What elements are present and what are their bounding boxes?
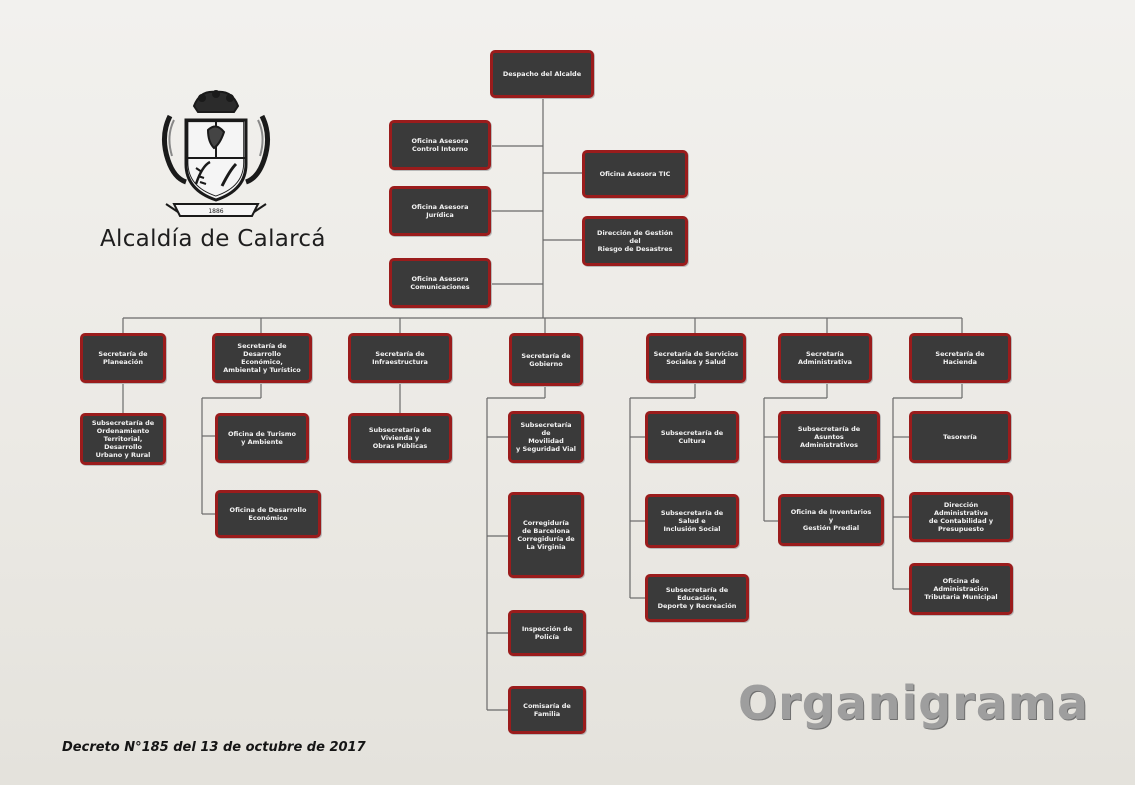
org-box-secretariat: Secretaría de Hacienda	[909, 333, 1011, 383]
org-box-label: Subsecretaría de Ordenamiento Territoria…	[91, 419, 155, 459]
org-box-label: Inspección de Policía	[521, 625, 573, 641]
org-box-label: Subsecretaría de Vivienda y Obras Públic…	[368, 426, 432, 450]
org-box-label: Oficina Asesora Comunicaciones	[410, 275, 470, 291]
org-box-secretariat: Secretaría de Gobierno	[509, 333, 583, 386]
org-box-unit: Subsecretaría de Ordenamiento Territoria…	[80, 413, 166, 465]
logo-title: Alcaldía de Calarcá	[100, 226, 326, 252]
org-box-label: Oficina Asesora Control Interno	[411, 137, 469, 153]
org-box-secretariat: Secretaría de Infraestructura	[348, 333, 452, 383]
crest-ribbon-text: 1886	[208, 208, 223, 215]
org-box-label: Secretaría de Hacienda	[935, 350, 985, 366]
org-box-label: Dirección de Gestión del Riesgo de Desas…	[597, 229, 673, 253]
org-box-unit: Inspección de Policía	[508, 610, 586, 656]
org-box-label: Subsecretaría de Asuntos Administrativos	[797, 425, 861, 449]
org-box-unit: Oficina de Desarrollo Económico	[215, 490, 321, 538]
org-box-label: Oficina de Turismo y Ambiente	[228, 430, 296, 446]
org-box-advisor: Oficina Asesora TIC	[582, 150, 688, 198]
org-box-secretariat: Secretaría de Servicios Sociales y Salud	[646, 333, 746, 383]
org-box-unit: Subsecretaría de Educación, Deporte y Re…	[645, 574, 749, 622]
org-box-label: Subsecretaría de Movilidad y Seguridad V…	[515, 421, 577, 453]
org-box-unit: Subsecretaría de Vivienda y Obras Públic…	[348, 413, 452, 463]
org-box-unit: Subsecretaría de Salud e Inclusión Socia…	[645, 494, 739, 548]
org-box-root: Despacho del Alcalde	[490, 50, 594, 98]
org-box-unit: Dirección Administrativa de Contabilidad…	[909, 492, 1013, 542]
org-box-label: Secretaría de Gobierno	[521, 351, 571, 368]
org-box-label: Tesorería	[943, 433, 977, 441]
org-box-label: Comisaría de Familia	[523, 702, 571, 718]
org-box-unit: Subsecretaría de Movilidad y Seguridad V…	[508, 411, 584, 463]
org-box-label: Subsecretaría de Cultura	[660, 429, 724, 445]
org-box-label: Secretaría Administrativa	[797, 350, 853, 366]
org-box-label: Despacho del Alcalde	[502, 70, 582, 78]
org-box-label: Oficina Asesora TIC	[599, 170, 671, 178]
org-box-label: Secretaría de Desarrollo Económico, Ambi…	[223, 342, 301, 374]
org-box-advisor: Dirección de Gestión del Riesgo de Desas…	[582, 216, 688, 266]
org-box-label: Secretaría de Planeación	[98, 350, 148, 366]
org-box-advisor: Oficina Asesora Control Interno	[389, 120, 491, 170]
org-box-secretariat: Secretaría Administrativa	[778, 333, 872, 383]
org-box-label: Oficina de Administración Tributaria Mun…	[924, 577, 998, 601]
org-box-label: Corregiduría de Barcelona Corregiduría d…	[517, 519, 575, 551]
org-box-label: Oficina de Inventarios y Gestión Predial	[790, 508, 872, 532]
org-box-label: Secretaría de Infraestructura	[372, 350, 428, 366]
org-box-label: Subsecretaría de Salud e Inclusión Socia…	[660, 509, 724, 533]
municipal-crest-logo: 1886	[162, 90, 270, 217]
org-box-secretariat: Secretaría de Desarrollo Económico, Ambi…	[212, 333, 312, 383]
org-box-secretariat: Secretaría de Planeación	[80, 333, 166, 383]
org-box-label: Subsecretaría de Educación, Deporte y Re…	[657, 586, 737, 610]
org-box-unit: Subsecretaría de Asuntos Administrativos	[778, 411, 880, 463]
org-box-unit: Tesorería	[909, 411, 1011, 463]
org-box-unit: Oficina de Administración Tributaria Mun…	[909, 563, 1013, 615]
org-box-unit: Corregiduría de Barcelona Corregiduría d…	[508, 492, 584, 578]
org-box-unit: Oficina de Inventarios y Gestión Predial	[778, 494, 884, 546]
org-box-unit: Oficina de Turismo y Ambiente	[215, 413, 309, 463]
org-box-unit: Comisaría de Familia	[508, 686, 586, 734]
org-box-advisor: Oficina Asesora Comunicaciones	[389, 258, 491, 308]
org-box-advisor: Oficina Asesora Jurídica	[389, 186, 491, 236]
org-box-label: Secretaría de Servicios Sociales y Salud	[653, 350, 739, 366]
org-box-label: Dirección Administrativa de Contabilidad…	[928, 501, 994, 533]
decree-caption: Decreto N°185 del 13 de octubre de 2017	[62, 740, 366, 755]
org-box-label: Oficina Asesora Jurídica	[411, 203, 469, 219]
org-box-unit: Subsecretaría de Cultura	[645, 411, 739, 463]
org-box-label: Oficina de Desarrollo Económico	[229, 506, 307, 522]
page-title: Organigrama	[738, 676, 1089, 730]
